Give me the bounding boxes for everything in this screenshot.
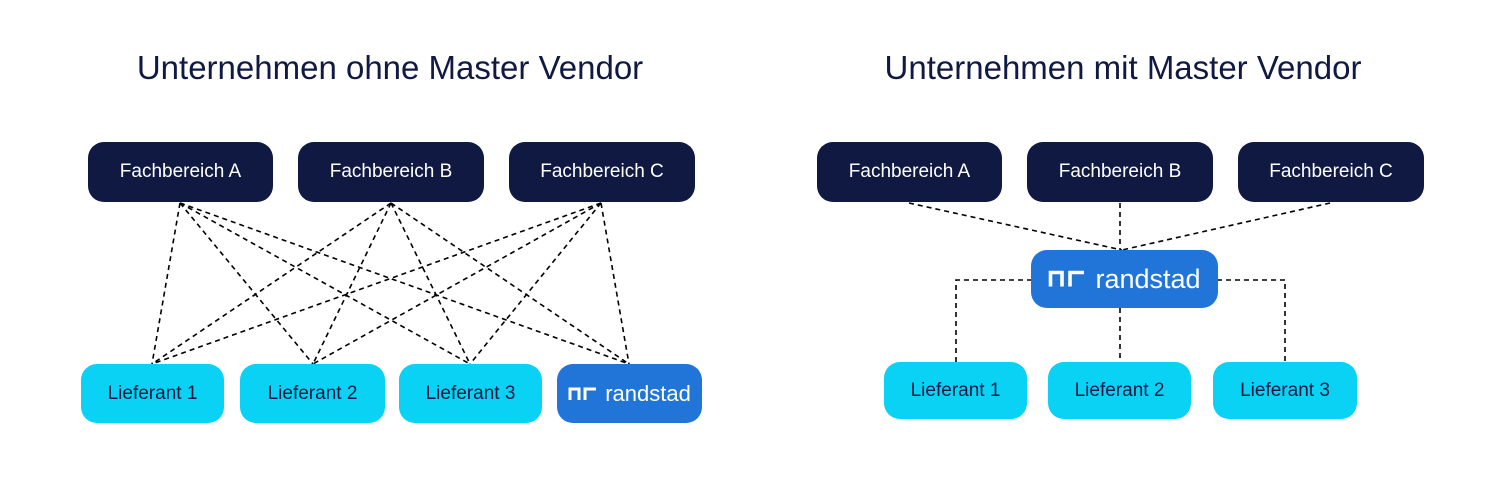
left-department-a: Fachbereich A [88,142,273,202]
title-without-master-vendor: Unternehmen ohne Master Vendor [136,49,644,86]
left-supplier-3: Lieferant 3 [399,364,542,423]
right-supplier-3: Lieferant 3 [1213,362,1357,419]
right-supplier-2: Lieferant 2 [1048,362,1191,419]
title-with-master-vendor: Unternehmen mit Master Vendor [884,49,1362,86]
left-department-c: Fachbereich C [509,142,695,202]
left-supplier-1: Lieferant 1 [81,364,224,423]
right-department-c: Fachbereich C [1238,142,1424,202]
randstad-logo-icon [568,387,598,401]
left-department-b: Fachbereich B [298,142,484,202]
right-supplier-1: Lieferant 1 [884,362,1027,419]
master-vendor-randstad-box: randstad [1031,250,1218,308]
right-department-b: Fachbereich B [1027,142,1213,202]
left-randstad-label: randstad [605,380,691,406]
master-vendor-label: randstad [1095,263,1201,294]
randstad-logo-icon [1048,270,1086,288]
right-department-a: Fachbereich A [817,142,1002,202]
left-randstad-box: randstad [557,364,702,423]
left-supplier-2: Lieferant 2 [240,364,385,423]
